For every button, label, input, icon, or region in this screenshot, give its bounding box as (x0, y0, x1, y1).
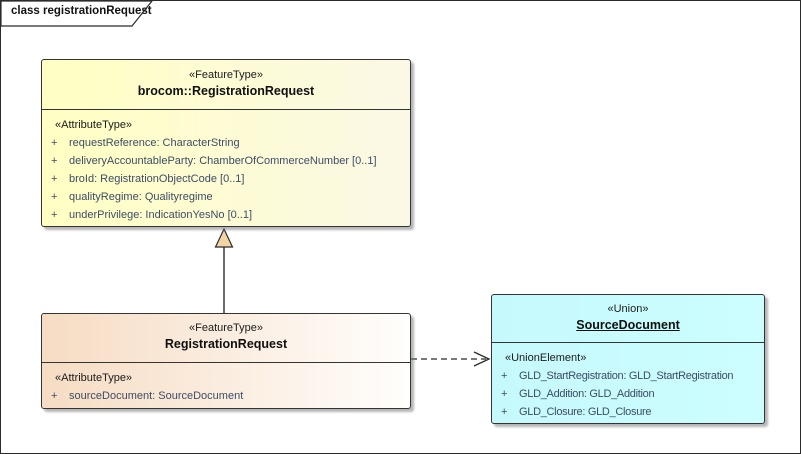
class-stereotype: «Union» (607, 303, 649, 315)
class-header: «Union» SourceDocument (492, 295, 764, 334)
attribute-row: + requestReference: CharacterString (42, 134, 410, 152)
tab-shape (1, 1, 153, 27)
visibility-marker: + (501, 406, 508, 418)
class-name: RegistrationRequest (164, 337, 288, 351)
class-name: brocom::RegistrationRequest (137, 84, 315, 98)
attribute-text: broId: RegistrationObjectCode [0..1] (69, 173, 245, 185)
attributes-compartment: «UnionElement» + GLD_StartRegistration: … (492, 342, 764, 421)
attribute-row: + underPrivilege: IndicationYesNo [0..1] (42, 206, 410, 224)
attribute-text: GLD_Closure: GLD_Closure (519, 406, 652, 418)
attribute-row: + GLD_Addition: GLD_Addition (492, 385, 764, 403)
visibility-marker: + (51, 155, 58, 167)
class-stereotype: «FeatureType» (189, 69, 263, 81)
attribute-row: + GLD_StartRegistration: GLD_StartRegist… (492, 367, 764, 385)
attributes-compartment: «AttributeType» + sourceDocument: Source… (42, 362, 410, 405)
visibility-marker: + (501, 388, 508, 400)
attributes-compartment: «AttributeType» + requestReference: Char… (42, 109, 410, 224)
attributes-stereotype: «AttributeType» (55, 372, 133, 384)
visibility-marker: + (51, 173, 58, 185)
attribute-row: + broId: RegistrationObjectCode [0..1] (42, 170, 410, 188)
visibility-marker: + (501, 370, 508, 382)
tab-outline (1, 1, 153, 27)
attribute-text: deliveryAccountableParty: ChamberOfComme… (69, 155, 377, 167)
attribute-row: + deliveryAccountableParty: ChamberOfCom… (42, 152, 410, 170)
class-name: SourceDocument (576, 318, 680, 332)
class-stereotype: «FeatureType» (189, 322, 263, 334)
attributes-stereotype: «UnionElement» (505, 352, 587, 364)
dependency-arrowhead-icon (473, 351, 491, 367)
attributes-stereotype: «AttributeType» (55, 119, 133, 131)
attribute-row: + GLD_Closure: GLD_Closure (492, 403, 764, 421)
visibility-marker: + (51, 209, 58, 221)
attribute-row: + qualityRegime: Qualityregime (42, 188, 410, 206)
class-box-registrationrequest[interactable]: «FeatureType» RegistrationRequest «Attri… (41, 313, 411, 409)
visibility-marker: + (51, 390, 58, 402)
visibility-marker: + (51, 137, 58, 149)
class-header: «FeatureType» brocom::RegistrationReques… (42, 60, 410, 100)
attribute-text: requestReference: CharacterString (69, 137, 240, 149)
attribute-text: sourceDocument: SourceDocument (69, 390, 244, 402)
diagram-title-tab: class registrationRequest (1, 1, 161, 27)
class-header: «FeatureType» RegistrationRequest (42, 314, 410, 353)
attribute-text: underPrivilege: IndicationYesNo [0..1] (69, 209, 253, 221)
attribute-text: GLD_Addition: GLD_Addition (519, 388, 655, 400)
class-box-brocom-registrationrequest[interactable]: «FeatureType» brocom::RegistrationReques… (41, 59, 411, 227)
diagram-title: class registrationRequest (11, 5, 152, 17)
attribute-text: GLD_StartRegistration: GLD_StartRegistra… (519, 370, 734, 382)
attribute-row: + sourceDocument: SourceDocument (42, 387, 410, 405)
visibility-marker: + (51, 191, 58, 203)
generalization-triangle-icon (214, 227, 234, 248)
attribute-text: qualityRegime: Qualityregime (69, 191, 213, 203)
class-box-sourcedocument[interactable]: «Union» SourceDocument «UnionElement» + … (491, 294, 765, 424)
